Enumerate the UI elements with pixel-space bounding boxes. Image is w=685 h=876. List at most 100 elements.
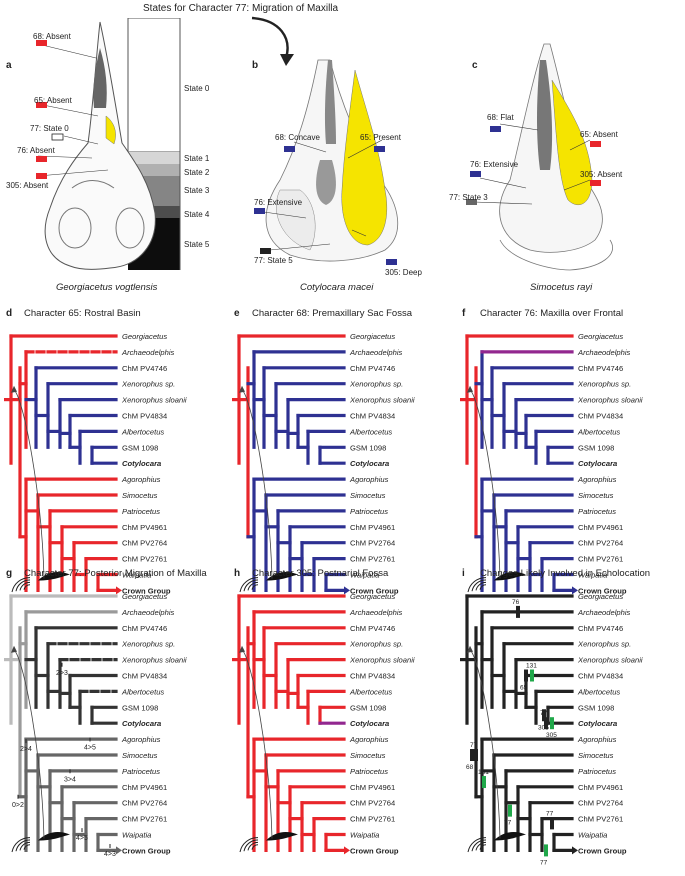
taxon-label: ChM PV2764 — [122, 539, 167, 548]
taxon-label: Waipatia — [122, 831, 151, 840]
taxon-label: GSM 1098 — [350, 703, 386, 712]
panel-b-letter: b — [252, 60, 259, 71]
taxon-label: Waipatia — [578, 571, 607, 580]
taxon-label: ChM PV4834 — [122, 672, 167, 681]
taxon-label: ChM PV4834 — [122, 412, 167, 421]
change-marker — [508, 804, 512, 817]
taxon-label: Simocetus — [350, 751, 386, 760]
taxon-label: Archaeodelphis — [349, 608, 403, 617]
taxon-label: ChM PV2764 — [578, 799, 623, 808]
taxon-label: ChM PV4746 — [578, 624, 623, 633]
taxon-label: ChM PV2764 — [350, 799, 395, 808]
taxon-label: Xenorophus sloanii — [349, 396, 415, 405]
taxon-label: Simocetus — [350, 491, 386, 500]
taxon-label: Crown Group — [122, 586, 171, 595]
skull-c-label-77: 77: State 3 — [449, 193, 488, 202]
tree-panel-h-letter: h — [234, 568, 241, 579]
change-label: 68 — [466, 764, 474, 771]
echolocation-icon — [11, 385, 70, 593]
taxon-label: Archaeodelphis — [121, 608, 175, 617]
taxon-label: Agorophius — [121, 735, 161, 744]
taxon-label: Xenorophus sloanii — [349, 656, 415, 665]
echolocation-icon — [467, 385, 526, 593]
tree-panel-i-title: Changes Likely Involved in Echolocation — [480, 568, 651, 579]
taxon-label: Cotylocara — [578, 459, 617, 468]
change-label: 305 — [538, 724, 549, 731]
taxon-label: ChM PV4746 — [350, 364, 395, 373]
state-2-label: State 2 — [184, 168, 210, 177]
change-label: 131 — [526, 663, 537, 670]
taxon-label: ChM PV4746 — [350, 624, 395, 633]
taxon-label: ChM PV4834 — [578, 672, 623, 681]
species-b: Cotylocara macei — [300, 282, 374, 293]
taxon-label: ChM PV2764 — [350, 539, 395, 548]
tree-panel-g-letter: g — [6, 568, 13, 579]
crown-arrow-icon — [344, 586, 350, 595]
skull-c-label-68: 68: Flat — [487, 113, 514, 122]
taxon-label: Simocetus — [578, 491, 614, 500]
taxon-label: ChM PV2761 — [578, 555, 623, 564]
transition-label: 3>4 — [64, 776, 76, 783]
taxon-label: Xenorophus sp. — [349, 640, 403, 649]
change-marker — [470, 749, 474, 761]
skull-a-label-305: 305: Absent — [6, 181, 49, 190]
tree-panel-d-letter: d — [6, 308, 13, 319]
taxon-label: Albertocetus — [121, 687, 164, 696]
taxon-label: Waipatia — [350, 571, 379, 580]
skull-c-label-305: 305: Absent — [580, 170, 623, 179]
taxon-label: Xenorophus sp. — [577, 380, 631, 389]
change-marker — [550, 817, 554, 830]
skull-c-label-65: 65: Absent — [580, 130, 618, 139]
taxon-label: Xenorophus sp. — [121, 640, 175, 649]
taxon-label: ChM PV2764 — [578, 539, 623, 548]
taxon-label: ChM PV4961 — [350, 783, 395, 792]
taxon-label: Xenorophus sloanii — [121, 656, 187, 665]
skull-b-label-68: 68: Concave — [275, 133, 320, 142]
tree-panel-f-letter: f — [462, 308, 466, 319]
change-label: 131 — [478, 769, 489, 776]
state-1-label: State 1 — [184, 154, 210, 163]
taxon-label: ChM PV4746 — [122, 364, 167, 373]
taxon-label: Patriocetus — [122, 767, 160, 776]
taxon-label: Crown Group — [578, 586, 627, 595]
taxon-label: Xenorophus sloanii — [577, 396, 643, 405]
skull-b-label-65: 65: Present — [360, 133, 401, 142]
taxon-label: GSM 1098 — [578, 443, 614, 452]
skull-b-label-77: 77: State 5 — [254, 256, 293, 265]
taxon-label: Waipatia — [578, 831, 607, 840]
taxon-label: GSM 1098 — [578, 703, 614, 712]
skull-b-label-305: 305: Deep — [385, 268, 422, 277]
taxon-label: Albertocetus — [349, 427, 392, 436]
panel-c-letter: c — [472, 60, 478, 71]
taxon-label: ChM PV4961 — [350, 523, 395, 532]
taxon-label: ChM PV2764 — [122, 799, 167, 808]
change-label: 65 — [520, 685, 528, 692]
taxon-label: Waipatia — [122, 571, 151, 580]
change-marker — [544, 717, 548, 730]
tree-panel-e-letter: e — [234, 308, 240, 319]
change-marker — [550, 717, 554, 730]
skull-a-label-65: 65: Absent — [34, 96, 72, 105]
taxon-label: Cotylocara — [122, 459, 161, 468]
taxon-label: Crown Group — [578, 846, 627, 855]
taxon-label: Albertocetus — [349, 687, 392, 696]
taxon-label: GSM 1098 — [350, 443, 386, 452]
taxon-label: Crown Group — [122, 846, 171, 855]
taxon-label: Agorophius — [349, 735, 389, 744]
echolocation-icon — [239, 385, 298, 593]
taxon-label: Xenorophus sp. — [121, 380, 175, 389]
taxon-label: ChM PV2761 — [578, 815, 623, 824]
change-label: 77 — [546, 810, 554, 817]
taxon-label: GSM 1098 — [122, 443, 158, 452]
taxon-label: Archaeodelphis — [577, 348, 631, 357]
transition-label: 4>5 — [84, 745, 96, 752]
taxon-label: Cotylocara — [350, 719, 389, 728]
